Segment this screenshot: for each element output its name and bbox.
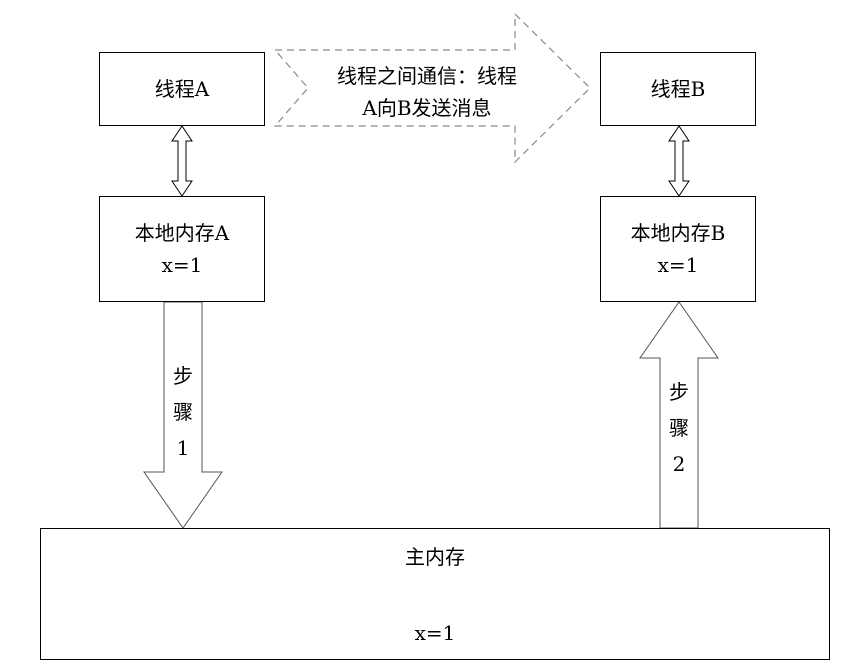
step2-char-3: 2 bbox=[672, 452, 686, 476]
local-memory-b-label: 本地内存B bbox=[630, 221, 726, 245]
step2-char-2: 骤 bbox=[669, 416, 689, 440]
step1-arrow bbox=[143, 301, 223, 529]
local-memory-a-box: 本地内存A x=1 bbox=[99, 196, 265, 302]
message-line-1: 线程之间通信：线程 bbox=[337, 64, 517, 88]
main-memory-box: 主内存 x=1 bbox=[40, 528, 830, 660]
main-memory-value: x=1 bbox=[414, 621, 456, 645]
step2-label: 步 骤 2 bbox=[666, 374, 692, 482]
thread-b-label: 线程B bbox=[650, 77, 706, 101]
local-memory-a-label: 本地内存A bbox=[134, 221, 230, 245]
double-arrow-a bbox=[171, 125, 193, 197]
thread-b-box: 线程B bbox=[600, 52, 756, 126]
message-line-2: A向B发送消息 bbox=[362, 96, 492, 120]
local-memory-b-value: x=1 bbox=[657, 253, 699, 277]
double-arrow-b bbox=[668, 125, 690, 197]
local-memory-b-box: 本地内存B x=1 bbox=[600, 196, 756, 302]
main-memory-label: 主内存 bbox=[405, 545, 465, 569]
message-arrow bbox=[273, 12, 591, 164]
step1-char-3: 1 bbox=[176, 436, 190, 460]
step2-char-1: 步 bbox=[669, 380, 689, 404]
local-memory-a-value: x=1 bbox=[161, 253, 203, 277]
step2-arrow bbox=[639, 301, 719, 529]
step1-char-2: 骤 bbox=[173, 400, 193, 424]
message-text: 线程之间通信：线程 A向B发送消息 bbox=[292, 60, 562, 124]
thread-a-box: 线程A bbox=[99, 52, 265, 126]
thread-a-label: 线程A bbox=[154, 77, 210, 101]
step1-char-1: 步 bbox=[173, 364, 193, 388]
step1-label: 步 骤 1 bbox=[170, 358, 196, 466]
